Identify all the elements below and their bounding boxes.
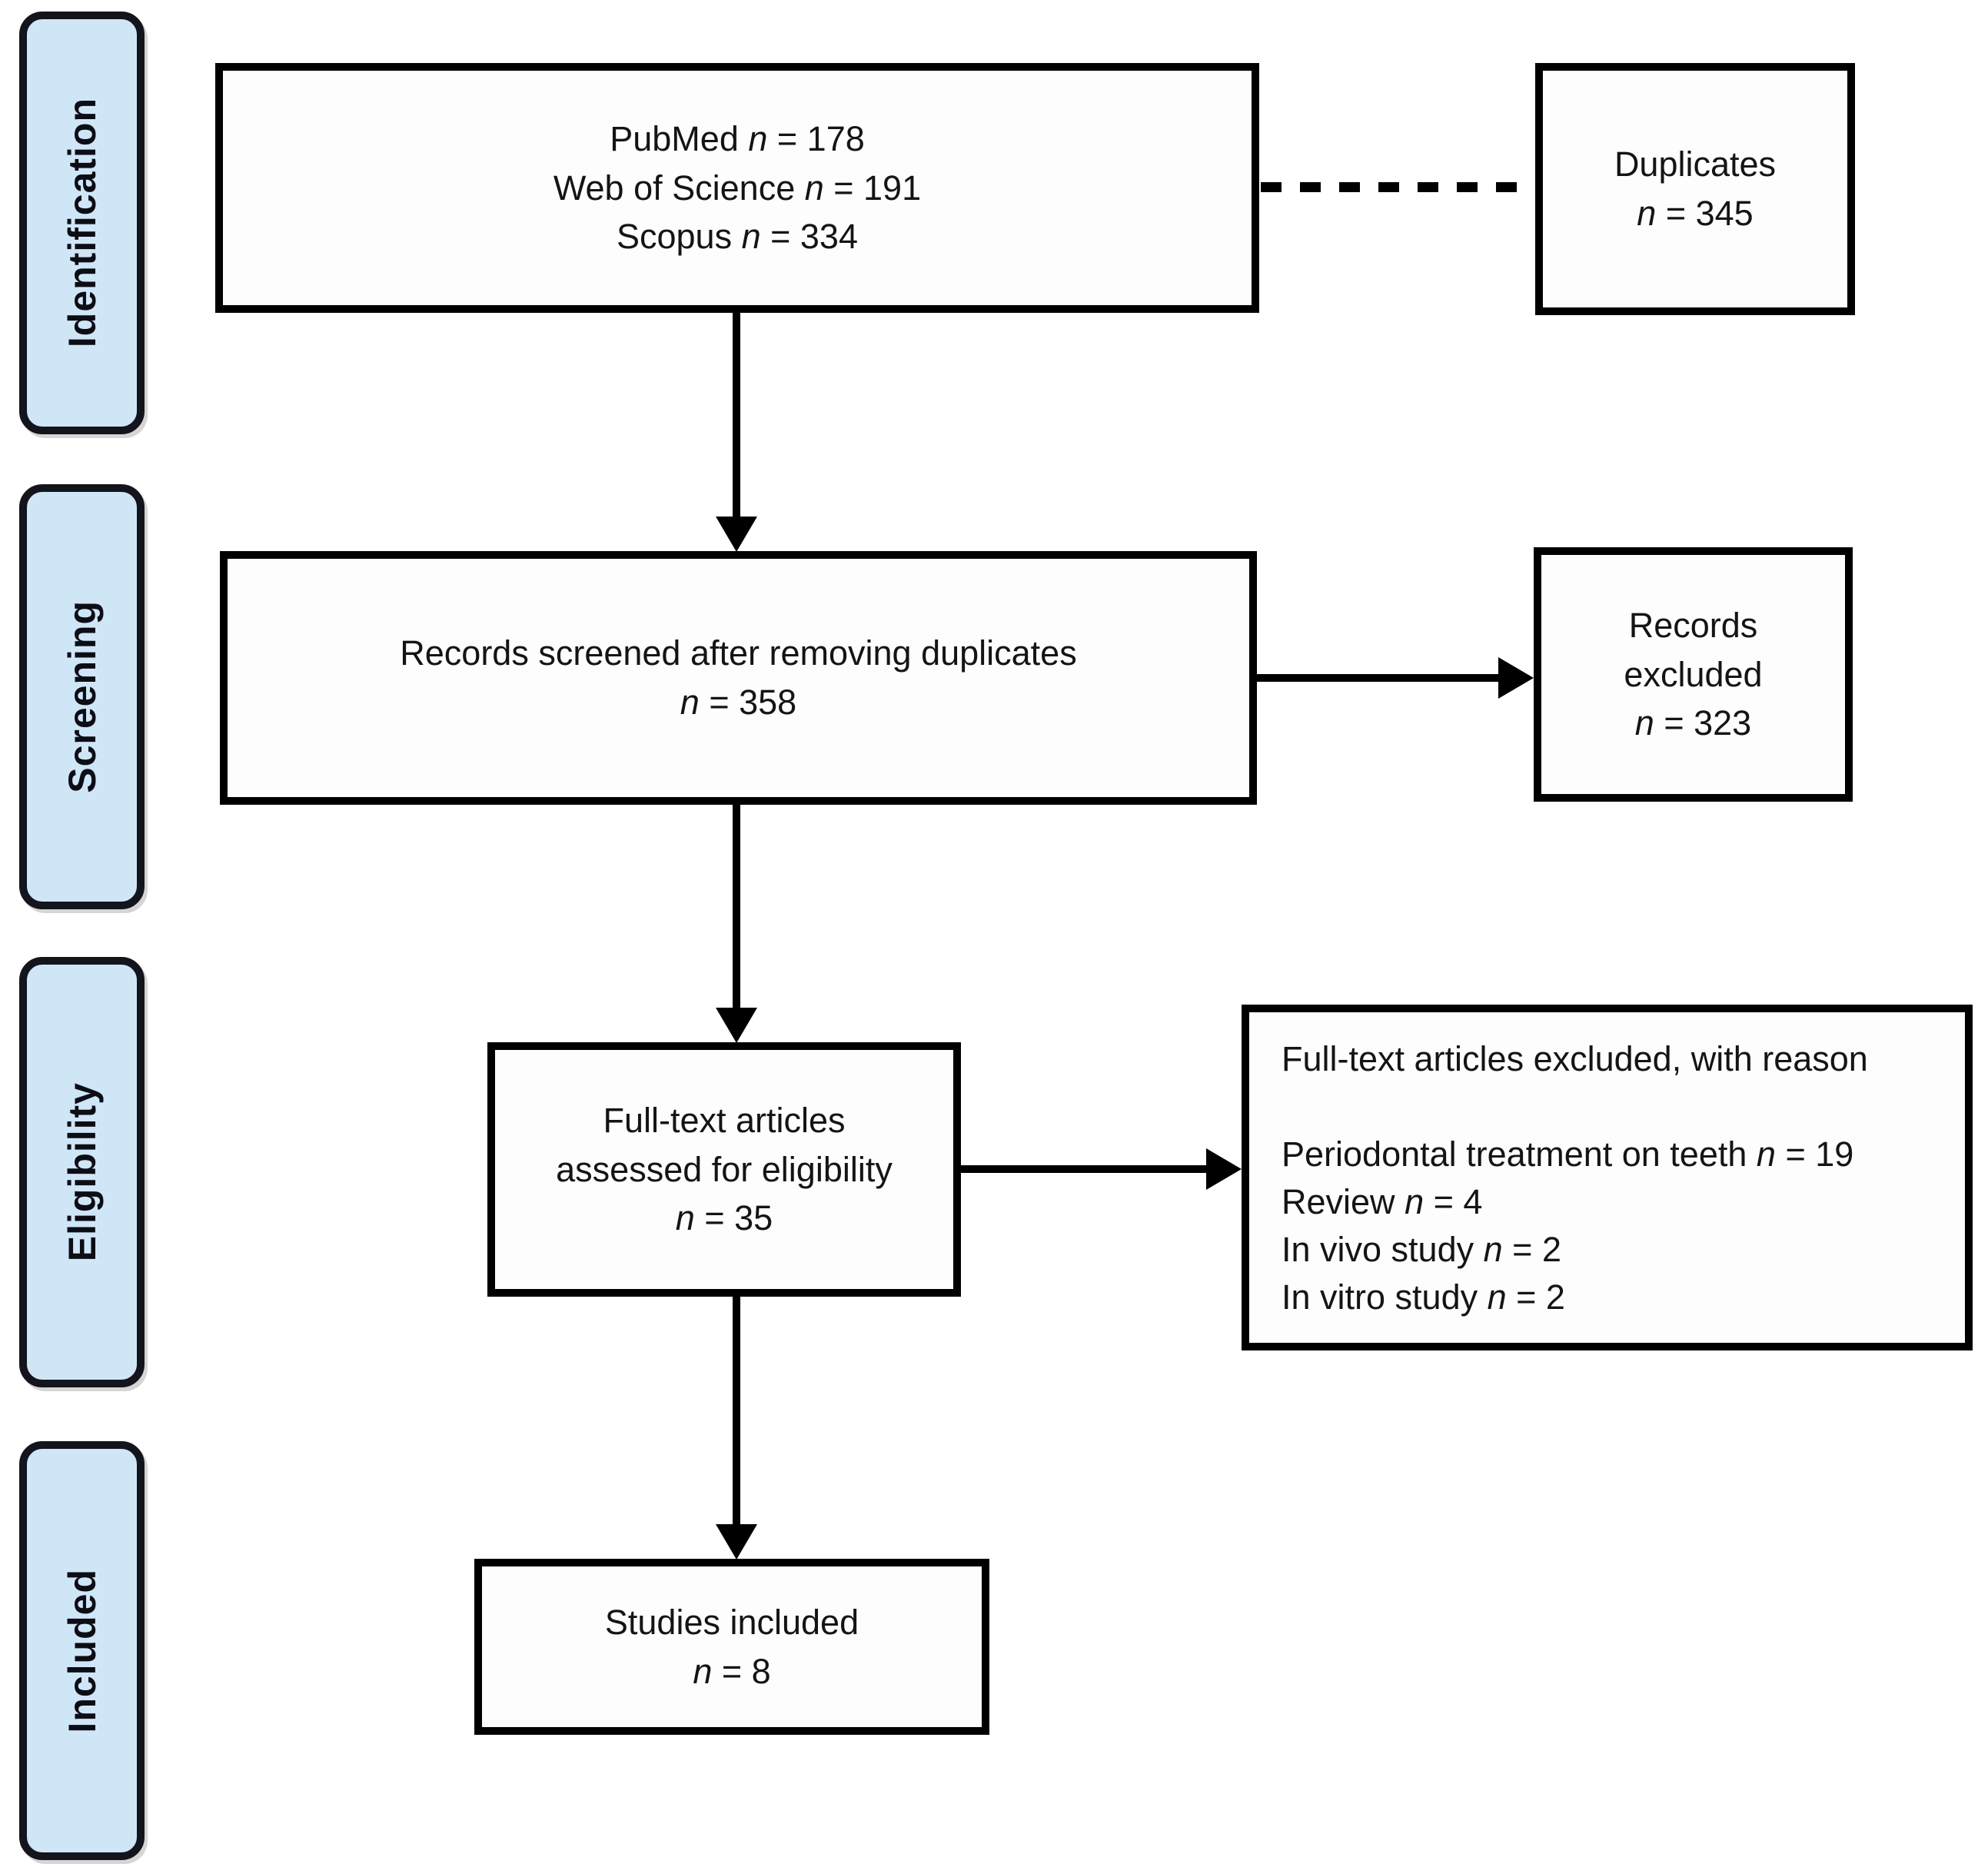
box-fulltext-excluded-reasons: Full-text articles excluded, with reason… xyxy=(1242,1005,1973,1350)
arrow-stem xyxy=(733,1297,740,1525)
arrowhead-down-icon xyxy=(716,517,757,552)
arrowhead-right-icon xyxy=(1206,1148,1242,1190)
arrowhead-down-icon xyxy=(716,1524,757,1560)
arrow-stem xyxy=(733,313,740,519)
stage-included: Included xyxy=(19,1441,145,1860)
stage-eligibility: Eligibility xyxy=(19,957,145,1387)
stage-included-label: Included xyxy=(60,1568,104,1733)
box-records-screened-text: Records screened after removing duplicat… xyxy=(400,633,1077,722)
stage-identification: Identification xyxy=(19,12,145,434)
arrowhead-down-icon xyxy=(716,1008,757,1043)
stage-screening: Screening xyxy=(19,484,145,909)
arrow-stem xyxy=(961,1165,1209,1173)
stage-screening-label: Screening xyxy=(60,600,104,793)
dashed-connector-duplicates xyxy=(1261,182,1534,192)
arrowhead-right-icon xyxy=(1498,657,1534,699)
arrow-stem xyxy=(1257,674,1501,682)
arrow-stem xyxy=(733,805,740,1010)
box-records-screened: Records screened after removing duplicat… xyxy=(220,551,1257,805)
stage-eligibility-label: Eligibility xyxy=(60,1082,104,1262)
stage-identification-label: Identification xyxy=(60,98,104,348)
box-fulltext-excluded-reasons-text: Full-text articles excluded, with reason… xyxy=(1282,1039,1868,1317)
